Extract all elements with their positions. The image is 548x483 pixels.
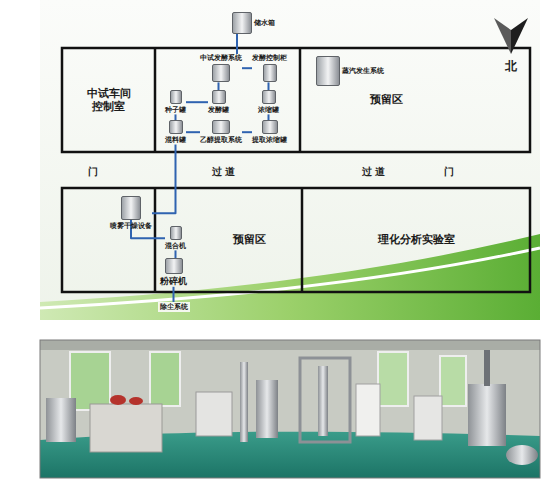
equipment-icon — [212, 90, 226, 104]
photo-frame — [300, 358, 350, 442]
pipe-line — [268, 82, 270, 90]
photo-cabinet — [356, 384, 380, 436]
photo-cabinet — [414, 396, 442, 440]
photo-tank — [468, 384, 506, 446]
swoosh-highlight — [40, 248, 540, 308]
room-walls — [62, 48, 530, 292]
photo-tank — [256, 380, 278, 438]
equipment-item: 提取浓缩罐 — [252, 120, 287, 144]
photo-tank — [46, 398, 76, 442]
equipment-label: 混合机 — [165, 242, 186, 250]
photo-item — [129, 397, 143, 405]
room-area: 理化分析实验室 — [302, 188, 530, 292]
room-area: 预留区混合机粉碎机 — [155, 188, 302, 292]
photo-border — [40, 340, 540, 478]
pipe-line — [218, 82, 220, 90]
wall — [154, 188, 157, 292]
photo-window — [440, 356, 466, 406]
pipe-line — [242, 67, 252, 69]
room-area: 预留区 蒸汽发生系统 — [300, 48, 530, 152]
corridor-label: 过 道 — [362, 165, 385, 179]
green-swoosh — [40, 234, 540, 320]
room-label: 中试车间 控制室 — [81, 87, 137, 113]
equipment-label: 提取浓缩罐 — [252, 136, 287, 144]
equipment-icon — [316, 56, 340, 86]
equipment-item: 浓缩罐 — [258, 90, 279, 114]
equipment-item: 种子罐 — [165, 90, 186, 114]
pipe-line — [236, 34, 238, 54]
equipment-item: 发酵控制柜 — [252, 54, 287, 82]
equipment-item: 喷雾干燥设备 — [110, 196, 152, 230]
equipment-label: 乙醇提取系统 — [200, 136, 242, 144]
pipe-line — [186, 101, 208, 103]
equipment-icon — [170, 90, 182, 104]
equipment-item: 蒸汽发生系统 — [316, 56, 384, 86]
equipment-icon — [169, 120, 183, 134]
equipment-item: 混料罐 — [165, 120, 186, 144]
photo-wall — [40, 340, 540, 478]
room-label: 理化分析实验室 — [378, 233, 455, 246]
wall — [299, 48, 302, 152]
wall — [301, 188, 304, 292]
photo-column — [318, 366, 328, 436]
equipment-icon — [212, 120, 230, 134]
pipe-line — [186, 131, 200, 133]
equipment-label: 种子罐 — [165, 106, 186, 114]
corridor-label: 门 — [444, 165, 454, 179]
equipment-item: 中试发酵系统 — [200, 54, 242, 82]
lab-photo — [40, 340, 540, 478]
room-label: 预留区 — [233, 233, 266, 246]
equipment-item: 发酵罐 — [208, 90, 229, 114]
corridor-label: 过 道 — [212, 165, 235, 179]
corridor-label: 门 — [88, 165, 98, 179]
equipment-icon — [212, 64, 230, 82]
equipment-label: 中试发酵系统 — [200, 54, 242, 62]
pipe-line — [152, 144, 176, 213]
panel-ground — [40, 0, 540, 320]
north-label: 北 — [505, 58, 517, 75]
photo-ceiling — [40, 340, 540, 350]
equipment-icon — [170, 226, 182, 240]
photo-item — [110, 395, 126, 405]
equipment-icon — [262, 120, 278, 134]
photo-window — [378, 352, 408, 406]
photo-cabinet — [196, 392, 232, 436]
equipment-label: 粉碎机 — [160, 276, 187, 287]
pipe-line — [242, 131, 252, 133]
equipment-icon — [232, 12, 252, 34]
wall — [62, 188, 530, 292]
photo-bench — [90, 404, 162, 452]
equipment-label: 蒸汽发生系统 — [342, 67, 384, 75]
equipment-label: 发酵罐 — [208, 106, 229, 114]
equipment-label: 喷雾干燥设备 — [110, 222, 152, 230]
pipe-line — [173, 287, 175, 302]
photo-pipe — [484, 350, 490, 386]
equipment-icon — [121, 196, 141, 220]
equipment-label: 发酵控制柜 — [252, 54, 287, 62]
equipment-label: 储水箱 — [254, 19, 275, 27]
photo-tank — [506, 445, 538, 465]
equipment-item: 混合机 — [165, 226, 186, 250]
equipment-item: 粉碎机 — [160, 258, 187, 287]
equipment-label: 混料罐 — [165, 136, 186, 144]
equipment-icon — [165, 258, 183, 274]
equipment-label: 除尘系统 — [160, 303, 188, 311]
equipment-icon — [262, 90, 276, 104]
compass-arrow — [494, 18, 528, 54]
equipment-item: 除尘系统 — [158, 302, 190, 312]
room-label: 预留区 — [370, 93, 403, 106]
photo-column — [240, 362, 248, 442]
equipment-label: 浓缩罐 — [258, 106, 279, 114]
equipment-icon — [263, 64, 277, 82]
wall — [154, 48, 157, 152]
photo-window — [150, 352, 180, 406]
room-area: 中试车间 控制室 — [62, 48, 155, 152]
equipment-item: 乙醇提取系统 — [200, 120, 242, 144]
wall — [62, 48, 530, 152]
compass-half — [494, 18, 511, 54]
pipe-line — [175, 250, 177, 258]
equipment-item: 储水箱 — [232, 12, 275, 34]
compass-half — [511, 18, 528, 54]
